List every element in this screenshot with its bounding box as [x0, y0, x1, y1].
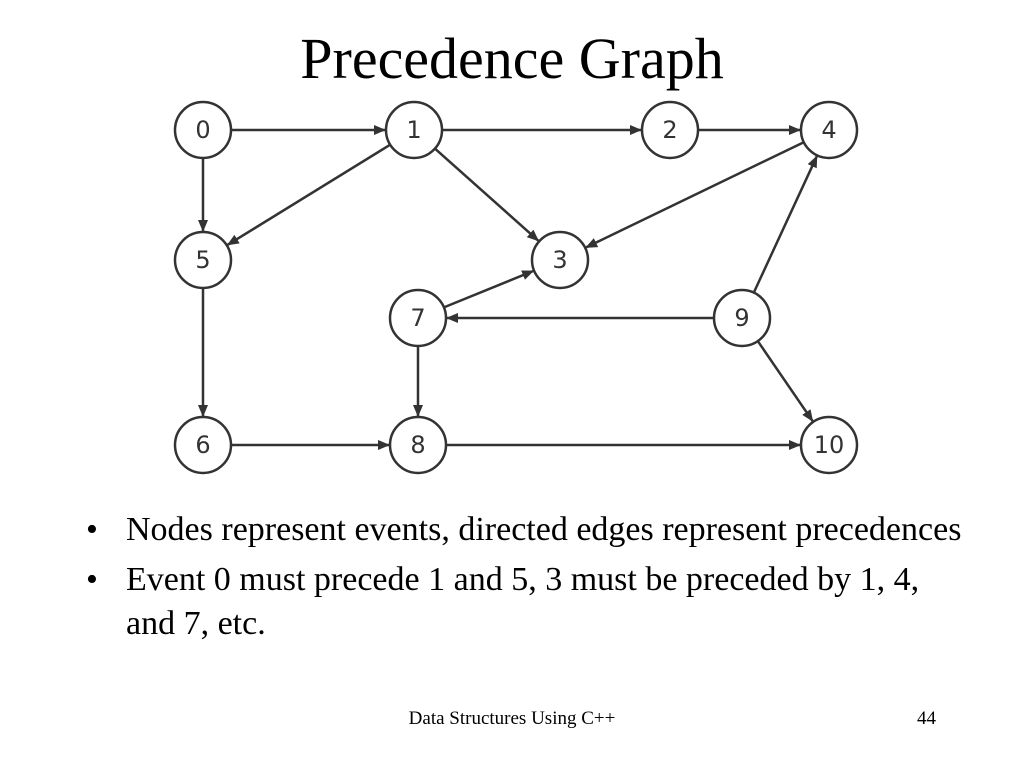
- node-label: 9: [734, 304, 749, 332]
- node-circle: [173, 100, 233, 160]
- node-label: 2: [662, 116, 677, 144]
- bullet-marker: •: [86, 561, 98, 598]
- node-circle: [384, 100, 444, 160]
- node-0: 0: [173, 100, 233, 160]
- node-circle: [712, 288, 772, 348]
- edge-9-to-4: [752, 155, 818, 294]
- slide-title: Precedence Graph: [300, 26, 724, 91]
- node-label: 1: [406, 116, 421, 144]
- bullet-item: • Event 0 must precede 1 and 5, 3 must b…: [86, 558, 966, 646]
- node-circle: [388, 288, 448, 348]
- node-4: 4: [799, 100, 859, 160]
- bullet-text: Nodes represent events, directed edges r…: [126, 511, 962, 548]
- node-label: 0: [195, 116, 210, 144]
- node-7: 7: [388, 288, 448, 348]
- node-label: 3: [552, 246, 567, 274]
- edge-4-to-3: [585, 141, 805, 249]
- node-circle: [388, 415, 448, 475]
- edge-7-to-3: [443, 269, 535, 309]
- node-circle: [799, 415, 859, 475]
- node-10: 10: [799, 415, 859, 475]
- node-2: 2: [640, 100, 700, 160]
- node-3: 3: [530, 230, 590, 290]
- node-label: 6: [195, 431, 210, 459]
- node-circle: [173, 230, 233, 290]
- edge-1-to-3: [434, 147, 540, 242]
- node-label: 4: [821, 116, 836, 144]
- bullet-text: Event 0 must precede 1 and 5, 3 must be …: [126, 561, 920, 642]
- node-9: 9: [712, 288, 772, 348]
- bullet-list: • Nodes represent events, directed edges…: [86, 508, 966, 652]
- node-circle: [799, 100, 859, 160]
- node-8: 8: [388, 415, 448, 475]
- node-label: 5: [195, 246, 210, 274]
- node-label: 10: [814, 431, 845, 459]
- bullet-item: • Nodes represent events, directed edges…: [86, 508, 966, 552]
- bullet-marker: •: [86, 511, 98, 548]
- node-6: 6: [173, 415, 233, 475]
- edge-9-to-10: [756, 340, 814, 422]
- footer-text: Data Structures Using C++: [408, 708, 616, 729]
- node-circle: [640, 100, 700, 160]
- node-1: 1: [384, 100, 444, 160]
- node-label: 8: [410, 431, 425, 459]
- edge-1-to-5: [226, 143, 391, 246]
- nodes-layer: 0 1 2 4 5 3 7 9 6 8 10: [173, 100, 859, 475]
- node-circle: [530, 230, 590, 290]
- page-number: 44: [917, 708, 936, 729]
- node-label: 7: [410, 304, 425, 332]
- node-5: 5: [173, 230, 233, 290]
- node-circle: [173, 415, 233, 475]
- edges-layer: [198, 125, 818, 450]
